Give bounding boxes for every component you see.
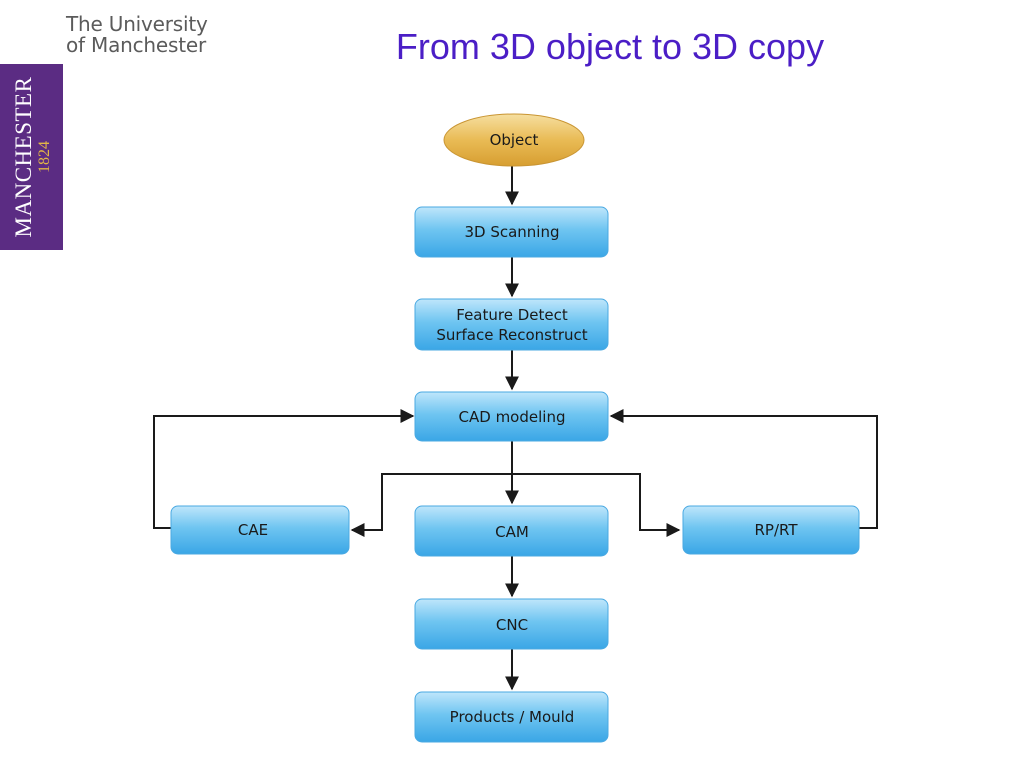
node-cam-label: CAM: [495, 523, 529, 541]
node-cad-modeling: CAD modeling: [414, 391, 609, 442]
university-wordmark: The University of Manchester: [66, 14, 208, 56]
node-products-label: Products / Mould: [450, 708, 575, 726]
node-cam: CAM: [414, 505, 609, 557]
arrow-cae-feedback: [153, 409, 415, 529]
node-products-mould: Products / Mould: [414, 691, 609, 743]
university-line-1: The University: [66, 12, 208, 36]
slide-title: From 3D object to 3D copy: [395, 26, 825, 67]
node-object-label: Object: [490, 131, 539, 149]
node-cad-label: CAD modeling: [459, 408, 566, 426]
node-cnc: CNC: [414, 598, 609, 650]
node-cae-label: CAE: [238, 521, 268, 539]
university-line-2: of Manchester: [66, 33, 206, 57]
node-feature-line2: Surface Reconstruct: [436, 326, 587, 344]
node-rprt: RP/RT: [682, 505, 860, 555]
arrow-rprt-feedback: [609, 409, 878, 529]
connectors: [153, 165, 878, 691]
node-3d-scanning: 3D Scanning: [414, 206, 609, 258]
arrow-cad-to-rprt: [512, 473, 681, 537]
node-feature-line1: Feature Detect: [456, 306, 568, 324]
node-cnc-label: CNC: [496, 616, 528, 634]
node-3d-scanning-label: 3D Scanning: [464, 223, 559, 241]
node-feature-detect: Feature Detect Surface Reconstruct: [414, 298, 609, 351]
arrow-cad-to-cae: [350, 473, 512, 537]
node-rprt-label: RP/RT: [754, 521, 798, 539]
manchester-logo: MANCHESTER 1824: [0, 64, 63, 250]
node-cae: CAE: [170, 505, 350, 555]
node-object: Object: [443, 113, 585, 167]
